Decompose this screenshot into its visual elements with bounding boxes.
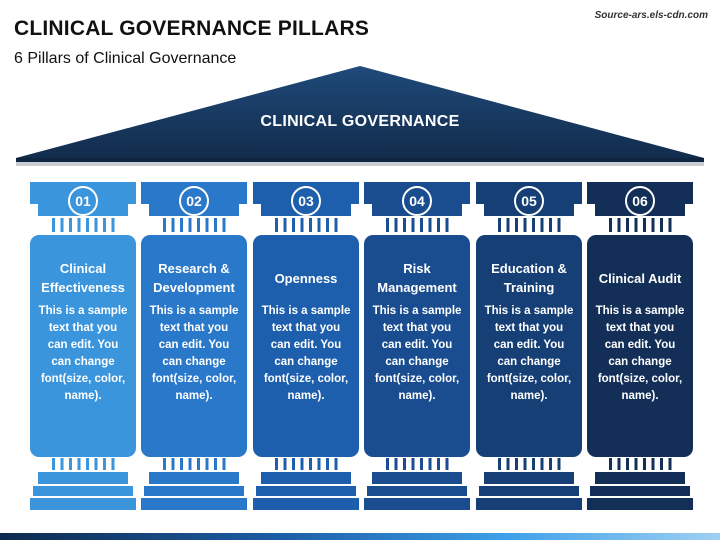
- pillar-description: This is a sample text that you can edit.…: [38, 305, 128, 402]
- pillar-description: This is a sample text that you can edit.…: [372, 305, 462, 402]
- pillar-heading: Education & Training: [491, 261, 567, 295]
- source-credit: Source-ars.els-cdn.com: [594, 10, 708, 21]
- pillar-description: This is a sample text that you can edit.…: [261, 305, 351, 402]
- roof-shadow-strip: [16, 162, 704, 166]
- pillar-heading: Openness: [274, 270, 338, 286]
- page-subtitle: 6 Pillars of Clinical Governance: [14, 50, 237, 67]
- pillar-heading: Risk Management: [377, 261, 457, 295]
- roof-label: CLINICAL GOVERNANCE: [260, 113, 460, 130]
- roof: [16, 66, 704, 166]
- pillar-number-badge: 04: [402, 186, 432, 216]
- roof-beam: [16, 158, 704, 162]
- bottom-accent-bar: [0, 533, 720, 540]
- pillar-number-badge: 01: [68, 186, 98, 216]
- pillar-number-badge: 02: [179, 186, 209, 216]
- pillar-number-badge: 03: [291, 186, 321, 216]
- pillar-description: This is a sample text that you can edit.…: [595, 305, 685, 402]
- pillar-heading: Clinical Audit: [598, 270, 682, 286]
- pillar-heading: Clinical Effectiveness: [41, 261, 125, 295]
- pillar-shape: [30, 182, 136, 510]
- pillar-heading: Research & Development: [153, 261, 235, 295]
- roof-triangle: [16, 66, 704, 158]
- pillar-number-badge: 05: [514, 186, 544, 216]
- pillar-description: This is a sample text that you can edit.…: [484, 305, 574, 402]
- pillar-description: This is a sample text that you can edit.…: [149, 305, 239, 402]
- page-title: CLINICAL GOVERNANCE PILLARS: [14, 17, 370, 40]
- pillar-shape: [253, 182, 359, 510]
- pillar-number-badge: 06: [625, 186, 655, 216]
- pillar-shape: [141, 182, 247, 510]
- pillar-shape: [364, 182, 470, 510]
- pillar-shape: [587, 182, 693, 510]
